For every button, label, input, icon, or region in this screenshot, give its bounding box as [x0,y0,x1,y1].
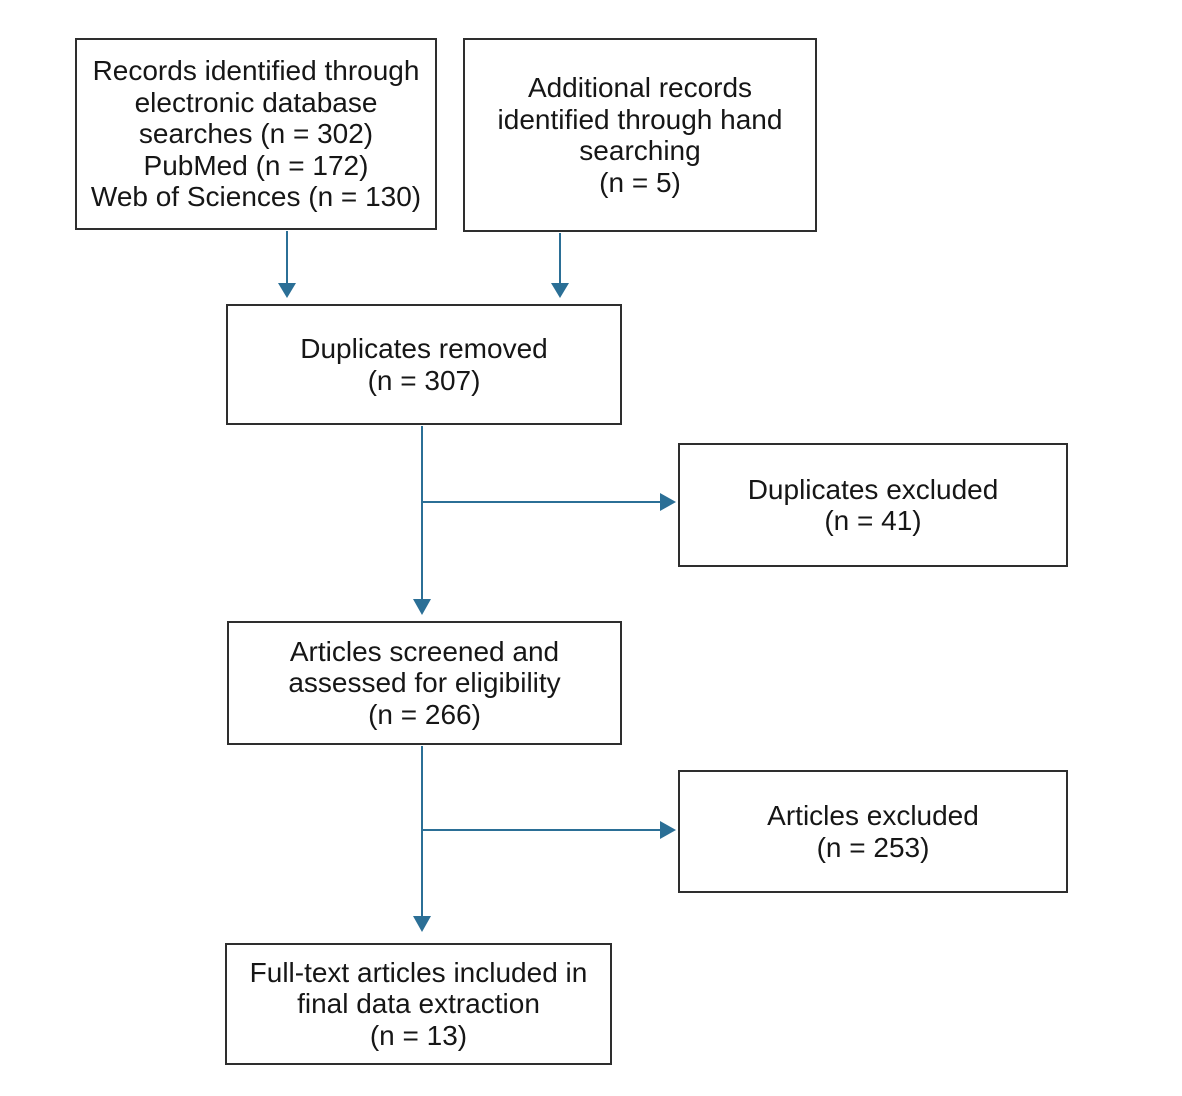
box-additional-records: Additional records identified through ha… [463,38,817,232]
box-duplicates-excluded-text: Duplicates excluded (n = 41) [747,473,999,537]
box-fulltext-included-text: Full-text articles included in final dat… [249,956,588,1051]
arrowhead-down-icon [413,599,431,615]
box-articles-excluded-text: Articles excluded (n = 253) [767,800,979,863]
box-articles-screened-text: Articles screened and assessed for eligi… [288,635,561,730]
arrow-screened-to-fulltext [413,746,431,932]
box-additional-records-text: Additional records identified through ha… [497,72,783,198]
arrow-records-to-duplicates-removed [278,231,296,298]
arrow-duplicates-removed-to-screened [413,426,431,615]
box-articles-excluded: Articles excluded (n = 253) [678,770,1068,893]
arrowhead-down-icon [413,916,431,932]
arrow-branch-to-duplicates-excluded [422,493,676,511]
box-duplicates-removed-text: Duplicates removed (n = 307) [300,333,548,396]
arrowhead-down-icon [278,283,296,298]
arrowhead-down-icon [551,283,569,298]
box-fulltext-included: Full-text articles included in final dat… [225,943,612,1065]
arrowhead-right-icon [660,821,676,839]
box-duplicates-excluded: Duplicates excluded (n = 41) [678,443,1068,567]
box-articles-screened: Articles screened and assessed for eligi… [227,621,622,745]
box-records-identified-text: Records identified through electronic da… [90,55,422,213]
box-duplicates-removed: Duplicates removed (n = 307) [226,304,622,425]
box-records-identified: Records identified through electronic da… [75,38,437,230]
arrowhead-right-icon [660,493,676,511]
arrow-additional-to-duplicates-removed [551,233,569,298]
arrow-branch-to-articles-excluded [422,821,676,839]
